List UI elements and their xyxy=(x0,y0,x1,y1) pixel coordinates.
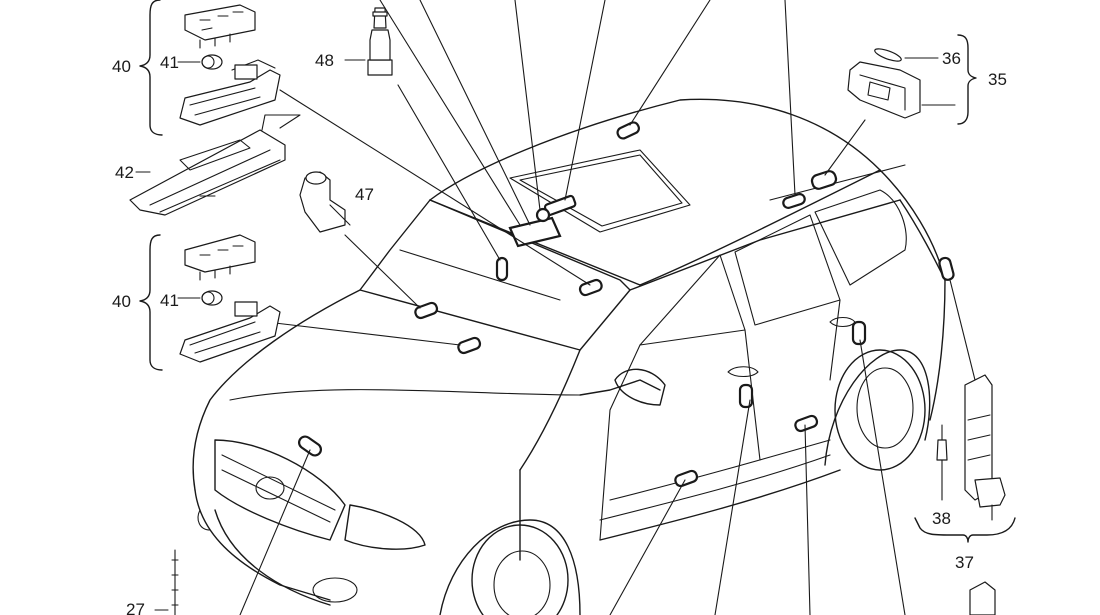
part-group-37 xyxy=(914,374,1016,615)
callout-37: 37 xyxy=(955,553,974,572)
front-side-window xyxy=(639,254,746,346)
part-42 xyxy=(129,114,301,216)
lamp-roof-center xyxy=(782,193,806,209)
lamp-roof-rear xyxy=(810,170,838,190)
housing-40-top xyxy=(179,69,281,126)
lamp-dash-left xyxy=(414,301,439,320)
lamp-sensor xyxy=(495,256,509,282)
callout-40-top: 40 xyxy=(112,57,131,76)
callout-38: 38 xyxy=(932,509,951,528)
part-48 xyxy=(344,7,393,76)
leader-lines xyxy=(239,0,976,615)
part-group-40-bottom xyxy=(139,234,281,371)
grille xyxy=(214,439,346,541)
lamp-door-front xyxy=(738,383,754,409)
side-mirror xyxy=(614,368,666,406)
bulb-36 xyxy=(874,48,902,62)
hood xyxy=(192,289,361,491)
part-group-40-top xyxy=(139,0,281,136)
callout-47: 47 xyxy=(355,185,374,204)
lamp-console xyxy=(508,216,562,248)
callout-48: 48 xyxy=(315,51,334,70)
part-27 xyxy=(154,549,179,615)
housing-40-bottom xyxy=(179,305,281,363)
quarter-window xyxy=(814,189,907,286)
callout-27: 27 xyxy=(126,600,145,615)
lamp-door-rear xyxy=(851,320,867,346)
lens-cover-top xyxy=(184,4,256,41)
callout-36: 36 xyxy=(942,49,961,68)
part-group-35 xyxy=(847,34,977,125)
partial-part-bottom xyxy=(969,581,996,615)
badge-emblem xyxy=(255,476,285,500)
part-47 xyxy=(299,171,351,233)
front-wheel xyxy=(471,524,569,615)
windshield xyxy=(359,199,631,351)
connector-40-bottom xyxy=(234,301,258,317)
lamp-tailgate xyxy=(938,256,955,281)
headlight xyxy=(344,504,426,550)
lamp-strip-42 xyxy=(129,129,286,216)
lamp-hood xyxy=(297,435,323,457)
connector-40-top xyxy=(234,64,258,80)
lamp-rear-roof xyxy=(616,121,640,140)
callout-42: 42 xyxy=(115,163,134,182)
lamp-housing-35 xyxy=(847,61,921,119)
lamp-dash-right xyxy=(578,278,603,297)
bulb-socket-48 xyxy=(369,29,391,61)
callout-40-bottom: 40 xyxy=(112,292,131,311)
lamp-footwell xyxy=(457,336,482,355)
lamp-sill-front xyxy=(674,469,699,488)
callout-41-top: 41 xyxy=(160,53,179,72)
callout-ticks xyxy=(135,61,199,299)
lamp-positions xyxy=(297,121,955,488)
lamp-sill-rear xyxy=(794,414,819,433)
bulb-38 xyxy=(936,439,948,461)
callout-41-bottom: 41 xyxy=(160,291,179,310)
sunroof xyxy=(509,149,691,233)
lens-cover-bottom xyxy=(184,234,256,273)
callout-labels: 40 41 42 47 48 40 41 36 35 38 37 27 xyxy=(112,49,1007,615)
rear-wheel xyxy=(834,349,926,471)
callout-35: 35 xyxy=(988,70,1007,89)
